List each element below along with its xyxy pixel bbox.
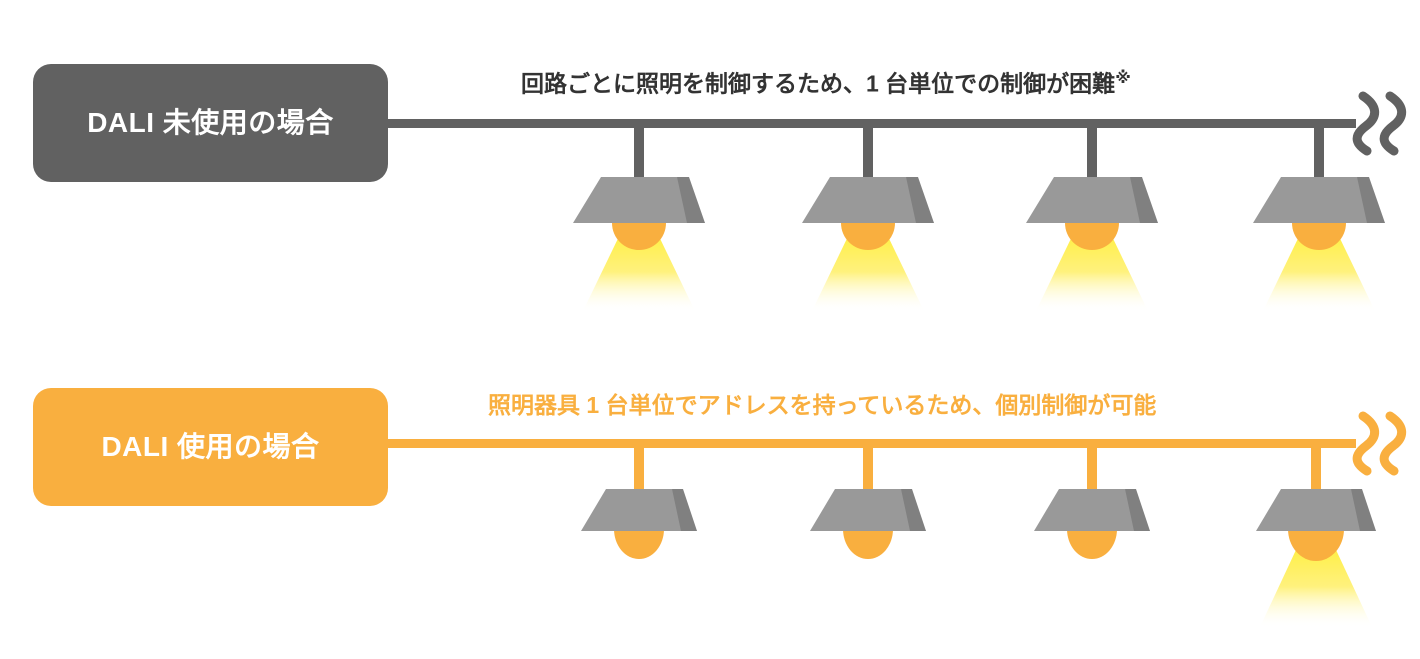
lamp-shade bbox=[573, 177, 705, 223]
lamp-shade-facet bbox=[1351, 489, 1376, 531]
line-continues-squiggle-bottom bbox=[1352, 408, 1414, 478]
caption-dali-text: 照明器具 1 台単位でアドレスを持っているため、個別制御が可能 bbox=[488, 392, 1157, 418]
footnote-marker-icon: ※ bbox=[1115, 70, 1131, 87]
lamp-shade-facet bbox=[672, 489, 697, 531]
lamp-stem bbox=[1314, 119, 1324, 177]
lamp-shade bbox=[581, 489, 697, 531]
light-beam bbox=[583, 224, 695, 311]
lamp-shade bbox=[1034, 489, 1150, 531]
lamp-shade-facet bbox=[1357, 177, 1385, 223]
lamp-fixture-dali-1 bbox=[519, 439, 759, 639]
lamp-shade bbox=[1026, 177, 1158, 223]
lamp-shade bbox=[1256, 489, 1376, 531]
lamp-fixture-dali-2 bbox=[748, 439, 988, 639]
lamp-stem bbox=[863, 439, 873, 489]
caption-dali: 照明器具 1 台単位でアドレスを持っているため、個別制御が可能 bbox=[488, 394, 1156, 417]
lamp-fixture-no-dali-4 bbox=[1199, 119, 1420, 339]
lamp-shade-facet bbox=[1130, 177, 1158, 223]
lamp-fixture-no-dali-1 bbox=[519, 119, 759, 339]
lamp-shade bbox=[1253, 177, 1385, 223]
lamp-shade-facet bbox=[1125, 489, 1150, 531]
lamp-stem bbox=[634, 439, 644, 489]
lamp-fixture-no-dali-3 bbox=[972, 119, 1212, 339]
lamp-stem bbox=[634, 119, 644, 177]
lamp-fixture-dali-4 bbox=[1196, 439, 1420, 659]
lamp-fixture-dali-3 bbox=[972, 439, 1212, 639]
row-label-dali-text: DALI 使用の場合 bbox=[101, 431, 320, 462]
lamp-stem bbox=[1087, 439, 1097, 489]
lamp-shade-facet bbox=[901, 489, 926, 531]
lamp-stem bbox=[1311, 439, 1321, 489]
caption-no-dali: 回路ごとに照明を制御するため、1 台単位での制御が困難※ bbox=[521, 71, 1131, 96]
light-beam bbox=[1036, 224, 1148, 311]
row-label-dali: DALI 使用の場合 bbox=[33, 388, 388, 506]
light-beam bbox=[1260, 537, 1372, 627]
lamp-shade bbox=[810, 489, 926, 531]
caption-no-dali-text: 回路ごとに照明を制御するため、1 台単位での制御が困難 bbox=[521, 70, 1116, 97]
lamp-shade bbox=[802, 177, 934, 223]
lamp-shade-facet bbox=[677, 177, 705, 223]
row-label-no-dali-text: DALI 未使用の場合 bbox=[87, 107, 334, 138]
row-label-no-dali: DALI 未使用の場合 bbox=[33, 64, 388, 182]
lamp-shade-facet bbox=[906, 177, 934, 223]
light-beam bbox=[812, 224, 924, 311]
lamp-fixture-no-dali-2 bbox=[748, 119, 988, 339]
lamp-stem bbox=[1087, 119, 1097, 177]
lamp-stem bbox=[863, 119, 873, 177]
light-beam bbox=[1263, 224, 1375, 311]
line-continues-squiggle-top bbox=[1352, 88, 1414, 158]
